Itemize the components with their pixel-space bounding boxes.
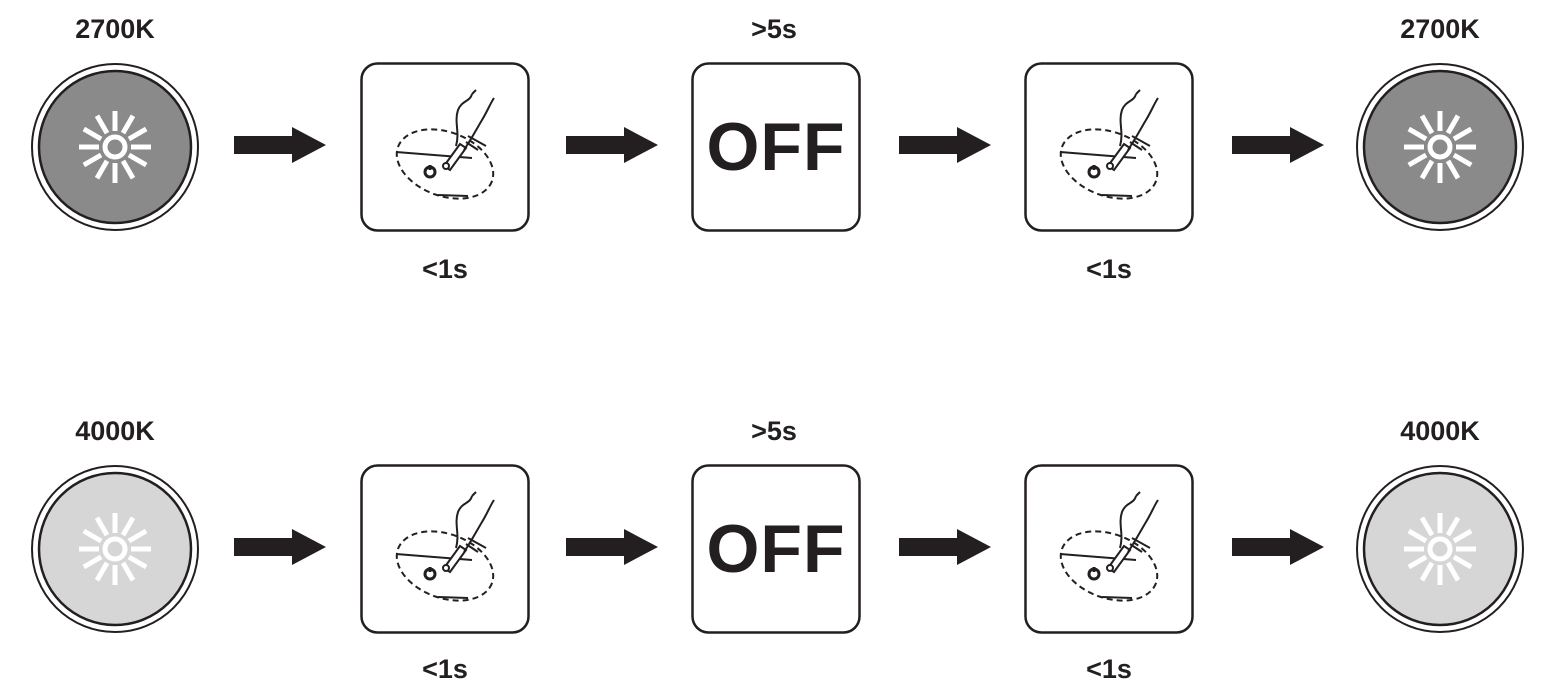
wait-duration-label: >5s: [751, 14, 797, 44]
start-temperature-label: 2700K: [75, 14, 155, 44]
button-press-icon: [1024, 464, 1194, 634]
arrow-icon: [899, 127, 991, 163]
button-press-icon: [1024, 62, 1194, 232]
arrow-icon: [1232, 529, 1324, 565]
arrow-icon: [566, 529, 658, 565]
lamp-4000k-end: [1356, 465, 1524, 633]
arrow-icon: [234, 529, 326, 565]
off-state-box: OFF: [691, 62, 861, 232]
short-press-label: <1s: [422, 254, 468, 284]
lamp-2700k-start: [31, 63, 199, 231]
arrow-icon: [566, 127, 658, 163]
lamp-2700k-end: [1356, 63, 1524, 231]
arrow-icon: [234, 127, 326, 163]
arrow-icon: [899, 529, 991, 565]
arrow-icon: [1232, 127, 1324, 163]
off-state-box: OFF: [691, 464, 861, 634]
short-press-label: <1s: [1086, 254, 1132, 284]
off-text: OFF: [706, 109, 846, 185]
start-temperature-label: 4000K: [75, 416, 155, 446]
off-text: OFF: [706, 511, 846, 587]
end-temperature-label: 2700K: [1400, 14, 1480, 44]
short-press-label: <1s: [1086, 654, 1132, 684]
button-press-icon: [360, 464, 530, 634]
short-press-label: <1s: [422, 654, 468, 684]
end-temperature-label: 4000K: [1400, 416, 1480, 446]
lamp-4000k-start: [31, 465, 199, 633]
button-press-icon: [360, 62, 530, 232]
wait-duration-label: >5s: [751, 416, 797, 446]
